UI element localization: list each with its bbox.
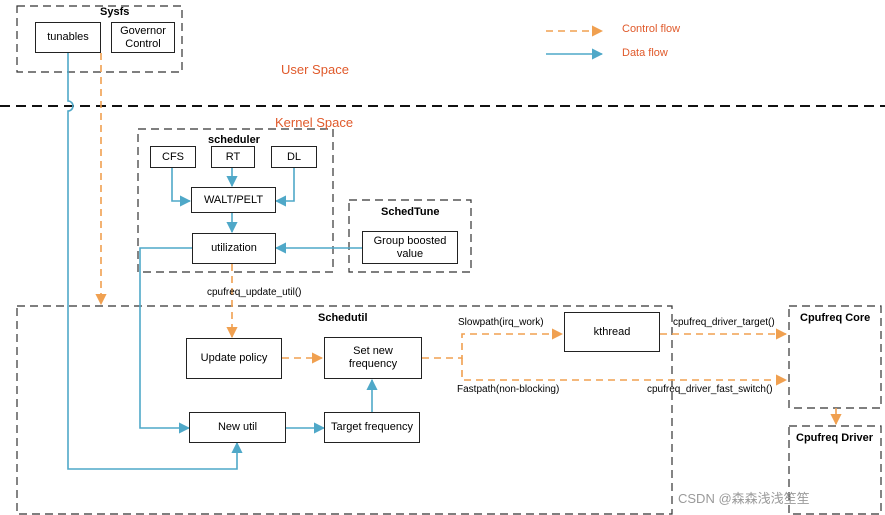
edge-setfreq-split [422, 328, 564, 359]
legend-control-flow-label: Control flow [622, 23, 681, 35]
edge-cfs-walt [171, 168, 192, 207]
new-util-node: New util [189, 412, 286, 443]
kthread-node: kthread [564, 312, 660, 352]
schedtune-group-border [348, 199, 472, 273]
edge-dl-walt [274, 168, 295, 207]
utilization-node: utilization [192, 233, 276, 264]
update-policy-node: Update policy [186, 338, 282, 379]
sysfs-group-border [16, 5, 183, 73]
cpufreq-driver-group-border [788, 425, 882, 515]
rt-node: RT [211, 146, 255, 168]
scheduler-group-border [137, 128, 334, 273]
slowpath-label: Slowpath(irq_work) [458, 317, 544, 328]
cpufreq-driver-title: Cpufreq Driver [796, 432, 874, 444]
schedutil-title: Schedutil [318, 312, 368, 324]
csdn-watermark: CSDN @森森浅浅笙笙 [678, 491, 810, 506]
driver-fast-switch-label: cpufreq_driver_fast_switch() [647, 384, 773, 395]
set-new-frequency-node: Set new frequency [324, 337, 422, 379]
edge-fastpath [461, 358, 788, 386]
edge-tunables-newutil [67, 53, 243, 470]
dl-node: DL [271, 146, 317, 168]
cpufreq-update-util-label: cpufreq_update_util() [207, 287, 302, 298]
scheduler-title: scheduler [208, 134, 260, 146]
user-space-label: User Space [281, 62, 349, 77]
fastpath-label: Fastpath(non-blocking) [457, 384, 560, 395]
governor-control-node: Governor Control [111, 22, 175, 53]
legend-data-flow-label: Data flow [622, 47, 668, 59]
cpufreq-core-title: Cpufreq Core [800, 312, 871, 324]
target-frequency-node: Target frequency [324, 412, 420, 443]
group-boosted-value-node: Group boosted value [362, 231, 458, 264]
driver-target-label: cpufreq_driver_target() [673, 317, 775, 328]
cfs-node: CFS [150, 146, 196, 168]
edge-utilization-newutil [139, 247, 192, 434]
tunables-node: tunables [35, 22, 101, 53]
sysfs-title: Sysfs [100, 6, 130, 18]
walt-pelt-node: WALT/PELT [191, 187, 276, 213]
schedutil-group-border [16, 305, 673, 515]
kernel-space-label: Kernel Space [275, 115, 354, 130]
cpufreq-core-group-border [788, 305, 882, 409]
schedtune-title: SchedTune [381, 206, 440, 218]
